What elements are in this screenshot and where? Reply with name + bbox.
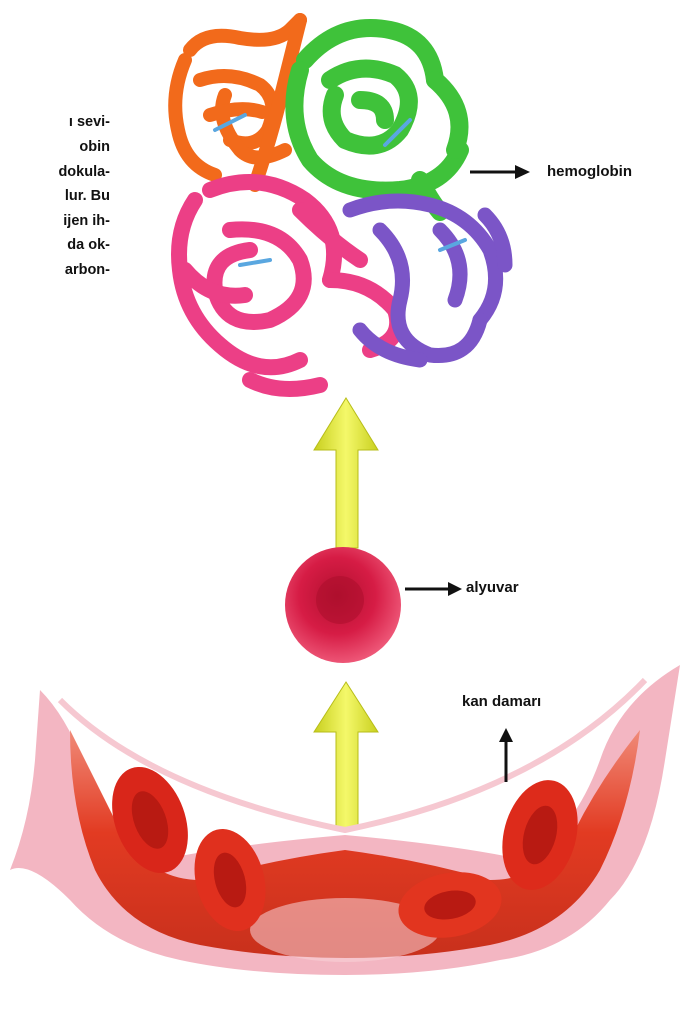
hemoglobin-orange-chain [175, 20, 300, 185]
hemoglobin-green-chain [294, 28, 460, 212]
hemoglobin-pointer-arrow [470, 165, 530, 179]
hemoglobin-purple-chain [350, 201, 505, 360]
hemoglobin-label: hemoglobin [547, 163, 632, 180]
red-blood-cell [285, 547, 401, 663]
alyuvar-pointer-arrow [405, 582, 462, 596]
upper-yellow-arrow [314, 398, 378, 548]
lower-yellow-arrow [314, 682, 378, 828]
hemoglobin-molecule [175, 20, 505, 389]
alyuvar-label: alyuvar [466, 579, 519, 596]
kan-damari-label: kan damarı [462, 693, 541, 710]
